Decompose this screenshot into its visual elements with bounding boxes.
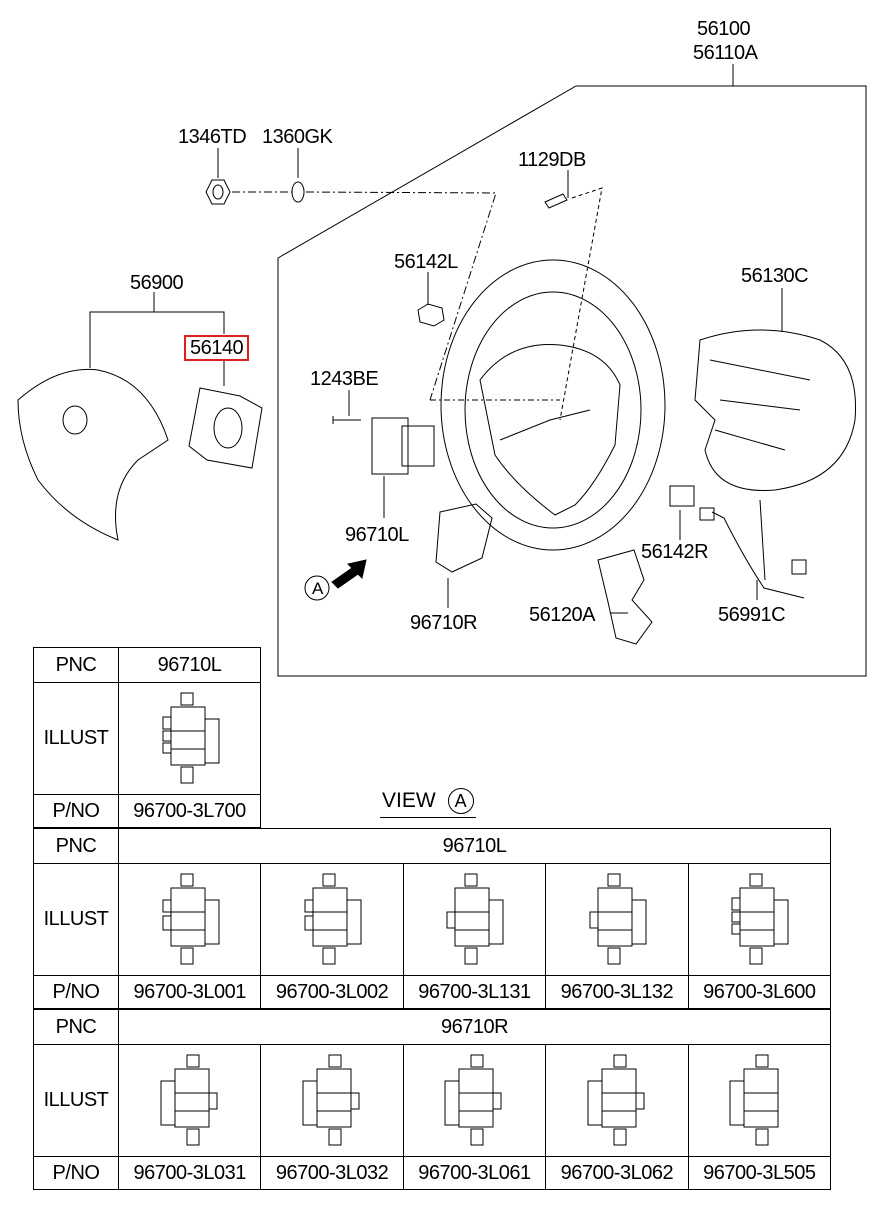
label-bolt[interactable]: 1243BE: [310, 368, 379, 390]
pno-value[interactable]: 96700-3L061: [402, 1156, 547, 1190]
switch-illustration-icon: [444, 1054, 502, 1145]
switch-illustration-icon: [587, 1054, 645, 1145]
illust-cell: [687, 863, 832, 976]
illust-cell: [402, 1044, 547, 1157]
pno-value[interactable]: 96700-3L700: [118, 794, 261, 828]
pno-value[interactable]: 96700-3L132: [545, 975, 689, 1009]
switch-illustration-icon: [589, 873, 647, 964]
label-wiring[interactable]: 56991C: [718, 604, 786, 626]
switch-left-icon: [371, 417, 409, 475]
exploded-diagram: [17, 64, 867, 677]
label-view-marker: A: [312, 579, 323, 598]
illust-cell: [260, 863, 404, 976]
washer-icon: [291, 181, 305, 203]
switch-illustration-icon: [162, 692, 219, 783]
view-arrow-icon[interactable]: [331, 559, 367, 589]
damper-icon: [597, 549, 653, 645]
pno-value[interactable]: 96700-3L600: [687, 975, 832, 1009]
illust-cell: [545, 1044, 689, 1157]
pno-value[interactable]: 96700-3L062: [545, 1156, 689, 1190]
illust-cell: [402, 863, 547, 976]
parts-table-96710r: PNC 96710R ILLUST P/NO 96700-3L031 96700…: [33, 1009, 832, 1190]
illust-header: ILLUST: [33, 682, 119, 795]
label-switch-left[interactable]: 96710L: [345, 524, 409, 546]
bracket-left-icon: [417, 303, 445, 327]
clock-spring-icon: [188, 387, 263, 469]
switch-right-icon: [435, 503, 493, 573]
illust-cell: [117, 1044, 262, 1157]
bracket-right-icon: [669, 485, 695, 507]
label-cover[interactable]: 56130C: [741, 265, 809, 287]
pno-value[interactable]: 96700-3L505: [687, 1156, 832, 1190]
nut-path-dashed: [232, 191, 497, 401]
bolt-icon: [332, 416, 361, 424]
label-nut[interactable]: 1346TD: [178, 126, 247, 148]
steering-wheel-outer: [440, 259, 666, 551]
illust-cell: [118, 682, 261, 795]
switch-illustration-icon: [446, 873, 504, 964]
label-damper[interactable]: 56120A: [529, 604, 595, 626]
illust-cell: [687, 1044, 832, 1157]
pno-value[interactable]: 96700-3L001: [117, 975, 262, 1009]
view-label: VIEW: [382, 789, 436, 812]
parts-table-96710l: PNC 96710L ILLUST P/NO 96700-3L001 96700…: [33, 828, 832, 1009]
steering-wheel-inner: [464, 291, 642, 529]
label-assembly-alt[interactable]: 56110A: [693, 42, 758, 64]
view-a-heading: VIEW A: [380, 788, 476, 818]
pno-header: P/NO: [33, 794, 119, 828]
label-assembly-main[interactable]: 56100: [697, 18, 751, 40]
view-a-circle[interactable]: [304, 575, 330, 601]
label-bracket-right[interactable]: 56142R: [641, 541, 709, 563]
pno-header: P/NO: [33, 1156, 119, 1190]
parts-table-96710l-single: PNC 96710L ILLUST P/NO 96700-3L700: [33, 647, 261, 828]
pnc-value: 96710L: [118, 828, 831, 864]
label-clock-spring-highlighted[interactable]: 56140: [184, 335, 250, 361]
pno-value[interactable]: 96700-3L031: [117, 1156, 262, 1190]
label-washer[interactable]: 1360GK: [262, 126, 333, 148]
illust-cell: [260, 1044, 404, 1157]
nut-icon: [205, 179, 231, 205]
switch-illustration-icon: [160, 1054, 218, 1145]
assembly-boundary: [277, 64, 867, 677]
pno-header: P/NO: [33, 975, 119, 1009]
label-airbag-module[interactable]: 56900: [130, 272, 184, 294]
wiring-icon: [711, 499, 805, 599]
pnc-header: PNC: [33, 1009, 119, 1045]
illust-cell: [545, 863, 689, 976]
cover-icon: [694, 329, 857, 491]
airbag-module-icon: [17, 368, 169, 541]
screw-icon: [544, 193, 568, 209]
pno-value[interactable]: 96700-3L131: [402, 975, 547, 1009]
illust-header: ILLUST: [33, 1044, 119, 1157]
switch-illustration-icon: [162, 873, 220, 964]
label-screw[interactable]: 1129DB: [518, 149, 586, 171]
label-switch-right[interactable]: 96710R: [410, 612, 478, 634]
pnc-header: PNC: [33, 828, 119, 864]
switch-illustration-icon: [729, 1054, 779, 1145]
switch-illustration-icon: [304, 873, 362, 964]
pno-value[interactable]: 96700-3L032: [260, 1156, 404, 1190]
switch-illustration-icon: [302, 1054, 360, 1145]
view-marker-circle: A: [447, 788, 474, 814]
pnc-value: 96710R: [118, 1009, 831, 1045]
switch-illustration-icon: [731, 873, 789, 964]
label-bracket-left[interactable]: 56142L: [394, 251, 458, 273]
pno-value[interactable]: 96700-3L002: [260, 975, 404, 1009]
pnc-value: 96710L: [118, 647, 261, 683]
pnc-header: PNC: [33, 647, 119, 683]
illust-cell: [117, 863, 262, 976]
illust-header: ILLUST: [33, 863, 119, 976]
